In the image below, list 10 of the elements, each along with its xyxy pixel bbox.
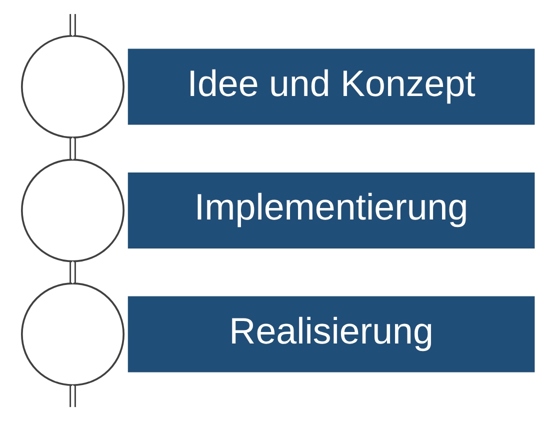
- connector: [70, 138, 76, 160]
- node-box: Implementierung: [128, 172, 535, 248]
- node-circle: [20, 158, 125, 262]
- node-box: Realisierung: [128, 296, 535, 372]
- node-circle: [20, 282, 125, 386]
- connector: [70, 385, 76, 408]
- connector: [70, 261, 76, 284]
- node-box: Idee und Konzept: [128, 48, 535, 125]
- connector: [70, 14, 76, 36]
- node-circle: [20, 34, 125, 138]
